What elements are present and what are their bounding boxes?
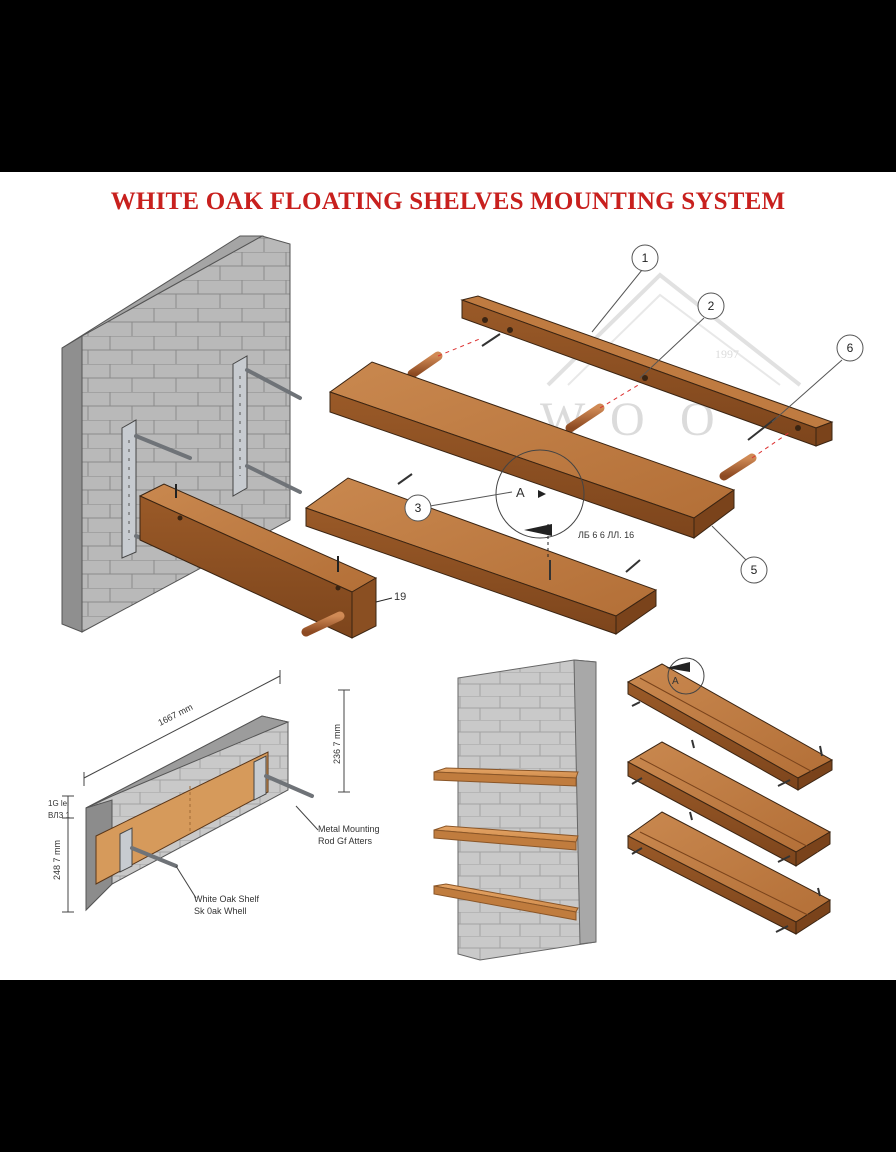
callout-5: 5 <box>711 525 768 584</box>
svg-text:5: 5 <box>751 563 758 577</box>
annotation-rod-line2: Rod Gf Atters <box>318 836 373 846</box>
svg-text:3: 3 <box>415 501 422 515</box>
annotation-rod-line1: Metal Mounting <box>318 824 380 834</box>
installed-shelf-top <box>433 767 579 787</box>
installed-shelves-view <box>433 659 597 961</box>
annotation-shelf-line1: White Oak Shelf <box>194 894 260 904</box>
dim-left-bottom: 248 7 mm <box>52 840 62 880</box>
callout-1: 1 <box>591 244 659 333</box>
page-title: WHITE OAK FLOATING SHELVES MOUNTING SYST… <box>110 188 786 215</box>
dim-left-top: 1G lel <box>48 799 69 808</box>
bracket-plate-right <box>232 355 248 497</box>
callout-6: 6 <box>771 334 864 423</box>
dowels <box>407 351 757 481</box>
wall-assembly-view: 19 <box>61 235 406 639</box>
bracket-plate-left <box>121 419 137 559</box>
part-label-19: 19 <box>394 591 406 603</box>
detail-circle-small <box>667 657 705 695</box>
detail-dimension-text: ЛБ 6 6 ЛЛ. 16 <box>578 530 634 540</box>
dimensioned-section-view: 1667 mm 236 7 mm 1G lel ВЛЗ 1 248 7 mm M… <box>48 670 380 916</box>
installed-shelf-middle <box>433 825 579 851</box>
svg-text:2: 2 <box>708 299 715 313</box>
bottom-black-band <box>0 980 896 1152</box>
detail-label-small-a: A <box>672 676 679 687</box>
callout-2: 2 <box>639 292 725 379</box>
rail-screws <box>481 333 777 441</box>
svg-text:6: 6 <box>847 341 854 355</box>
annotation-shelf-line2: Sk 0ak Whell <box>194 906 247 916</box>
watermark-year: 1997 <box>715 347 739 361</box>
shelf-variants-view: A <box>626 657 834 935</box>
small-oak-shelf <box>304 473 658 635</box>
installed-shelf-bottom <box>433 883 579 921</box>
mounted-oak-shelf <box>138 483 378 639</box>
exploded-view: A ЛБ 6 6 ЛЛ. 16 1 2 6 3 5 <box>304 244 864 635</box>
callout-3: 3 <box>404 491 513 522</box>
top-black-band <box>0 0 896 172</box>
large-oak-shelf <box>328 361 736 539</box>
watermark-letter-2: O <box>610 393 645 446</box>
detail-circle-a <box>495 449 585 539</box>
dim-height-right: 236 7 mm <box>332 724 342 764</box>
mounting-rail <box>460 295 834 447</box>
shelf-variant-3 <box>627 811 831 935</box>
shelf-variant-2 <box>626 739 832 867</box>
svg-text:1: 1 <box>642 251 649 265</box>
dim-left-mid: ВЛЗ 1 <box>48 811 71 820</box>
detail-label-a: A <box>516 485 525 500</box>
